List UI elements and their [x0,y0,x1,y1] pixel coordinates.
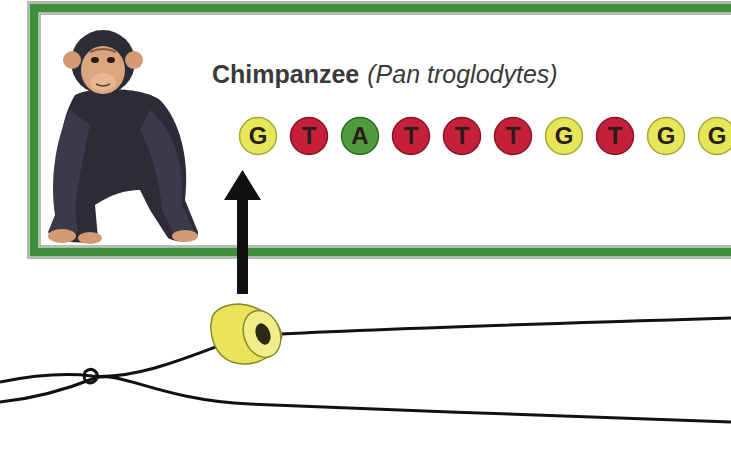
frame-border [34,8,731,252]
nucleotide-letter: G [697,116,731,156]
nucleotide-letter: G [238,116,278,156]
base-circle: G [697,116,731,156]
chimpanzee-illustration [48,30,198,244]
scientific-name: (Pan troglodytes) [367,60,557,89]
nucleotide-letter: A [340,116,380,156]
base-circle: T [442,116,482,156]
base-circle: T [493,116,533,156]
frame-inner [40,14,731,246]
frame-outline [28,2,731,258]
string [0,377,731,422]
knot [84,370,97,383]
species-panel: Chimpanzee(Pan troglodytes)GTATTTGTGG [34,6,731,254]
pointer-arrow [224,170,261,294]
base-circle: T [391,116,431,156]
bead [211,304,287,364]
base-circle: A [340,116,380,156]
base-circle: G [238,116,278,156]
nucleotide-letter: G [544,116,584,156]
base-circle: T [289,116,329,156]
string [0,336,245,382]
base-circle: G [544,116,584,156]
base-circle: T [595,116,635,156]
nucleotide-letter: G [646,116,686,156]
nucleotide-letter: T [442,116,482,156]
nucleotide-letter: T [391,116,431,156]
base-circle: G [646,116,686,156]
nucleotide-letter: T [493,116,533,156]
nucleotide-letter: T [289,116,329,156]
nucleotide-letter: T [595,116,635,156]
string [262,318,731,335]
title-row: Chimpanzee (Pan troglodytes) [212,60,558,89]
common-name: Chimpanzee [212,60,359,89]
